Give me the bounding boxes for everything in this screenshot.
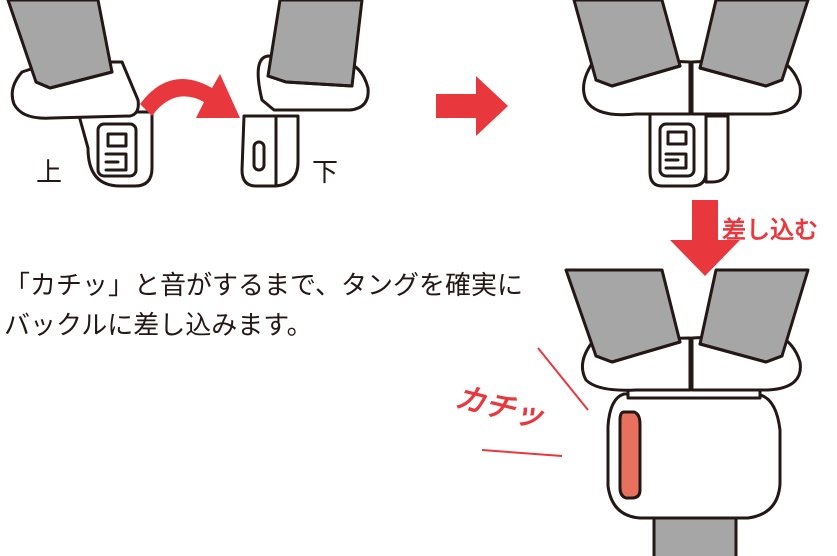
right-arrow-icon [436, 76, 508, 136]
buckle-assembly-aligned [572, 0, 810, 188]
instruction-line-1: 「カチッ」と音がするまで、タングを確実に [4, 271, 523, 301]
tongue-flipped [240, 0, 370, 188]
instruction-line-2: バックルに差し込みます。 [4, 311, 313, 341]
latch-button [618, 410, 642, 500]
tongue-face-up [6, 0, 154, 188]
instruction-text: 「カチッ」と音がするまで、タングを確実に バックルに差し込みます。 [4, 266, 523, 346]
down-arrow-icon [670, 200, 740, 276]
click-motion-lines [481, 347, 589, 457]
label-top: 上 [36, 158, 63, 188]
label-bottom: 下 [312, 158, 339, 188]
curved-arrow-icon [140, 74, 240, 118]
buckle-assembly-inserted [564, 268, 810, 556]
label-insert: 差し込む [722, 216, 818, 244]
